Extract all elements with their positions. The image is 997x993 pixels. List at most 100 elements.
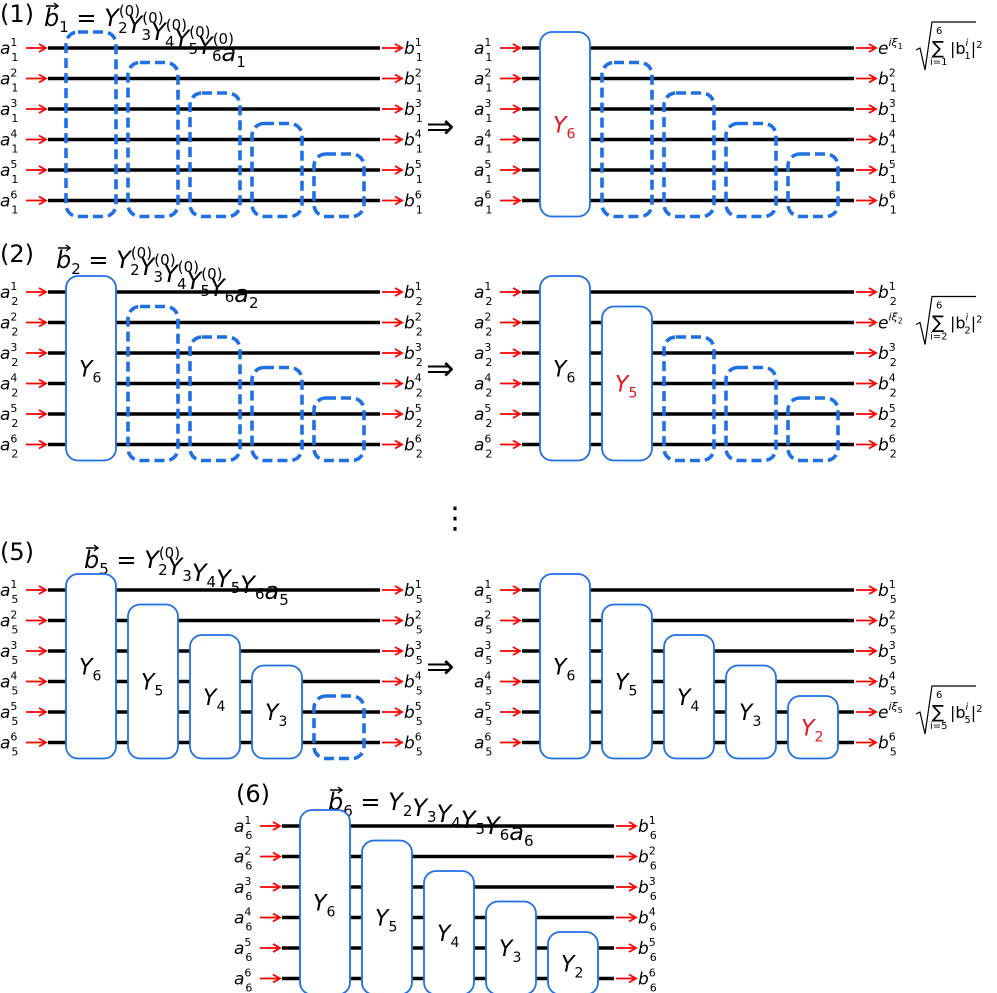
panel-2-left-output-arrowhead-4 — [394, 378, 404, 389]
panel-2-left-input-arrowhead-1 — [38, 287, 48, 297]
panel-3-right-gate-4 — [663, 634, 715, 760]
panel-1-right-sum-top: 6 — [936, 26, 942, 37]
panel-2-left-input-arrowhead-5 — [38, 409, 48, 419]
panel-3-right-output-arrowhead-6 — [868, 737, 878, 748]
panel-1-left-dashed-gate-5 — [126, 60, 180, 219]
panel-4-left-gate-label-3: Y3 — [499, 937, 521, 966]
panel-3-equation: b5 = Y(0)2Y3Y4Y5Y6a5 — [84, 544, 289, 609]
panel-3-left-output-arrowhead-6 — [394, 737, 404, 748]
panel-1-right-gate-label-6: Y6 — [553, 113, 575, 142]
panel-3-left-output-arrowhead-1 — [394, 585, 404, 595]
panel-3-left-output-arrowhead-5 — [394, 707, 404, 717]
panel-1-right-output-arrowhead-5 — [868, 165, 878, 175]
panel-3-left-gate-6 — [65, 573, 117, 760]
panel-3-implies-arrow: ⇒ — [426, 647, 455, 687]
panel-1-left-input-arrowhead-1 — [38, 43, 48, 53]
panel-1-right-input-arrowhead-5 — [512, 165, 522, 175]
panel-4-left-gate-2 — [547, 931, 599, 993]
panel-4-left-gate-6 — [299, 809, 351, 993]
panel-3-left-gate-label-4: Y4 — [203, 686, 225, 715]
panel-1-right-dashed-gate-4 — [662, 91, 716, 219]
panel-2-left-gate-6 — [65, 275, 117, 462]
panel-2-right-sum-top: 6 — [936, 301, 942, 312]
panel-2-vector-arrow-b — [58, 244, 72, 252]
panel-4-equation: b6 = Y2Y3Y4Y5Y6a6 — [328, 788, 534, 850]
panel-2-right-sum-bottom: i=2 — [930, 332, 948, 343]
panel-3-right-gate-6 — [539, 573, 591, 760]
panel-3-label: (5) — [0, 538, 34, 566]
panel-1-left-input-arrowhead-6 — [38, 195, 48, 206]
panel-1-right-sum-bottom: i=1 — [930, 57, 948, 68]
panel-2-right-output-arrowhead-5 — [868, 409, 878, 419]
panel-2-left-output-arrowhead-2 — [394, 317, 404, 328]
panel-1-right-output-arrowhead-4 — [868, 134, 878, 145]
panel-1-left-output-arrowhead-1 — [394, 43, 404, 53]
panel-2-left-output-arrowhead-3 — [394, 348, 404, 358]
panel-3-left-gate-label-5: Y5 — [141, 671, 163, 700]
panel-4-left-input-arrowhead-3 — [272, 882, 282, 892]
panel-2-right-gate-label-6: Y6 — [553, 357, 575, 386]
panel-4-left-output-arrowhead-5 — [628, 943, 638, 953]
panel-3-right-gate-label-4: Y4 — [677, 686, 699, 715]
panel-1-right-dashed-gate-5 — [600, 60, 654, 219]
panel-4-left-output-arrowhead-4 — [628, 912, 638, 923]
panel-2-right-input-arrowhead-4 — [512, 378, 522, 389]
panel-3-right-sqrt-sign — [915, 685, 976, 735]
panel-1-right-output-arrowhead-6 — [868, 195, 878, 206]
panel-3-left-gate-4 — [189, 634, 241, 760]
panel-4-left-gate-label-4: Y4 — [437, 922, 459, 951]
panel-2-right-input-arrowhead-3 — [512, 348, 522, 358]
panel-2-right-output-arrowhead-4 — [868, 378, 878, 389]
panel-1-right-input-arrowhead-6 — [512, 195, 522, 206]
panel-1-left-output-arrowhead-4 — [394, 134, 404, 145]
panel-4-left-input-arrowhead-5 — [272, 943, 282, 953]
panel-1-left-dashed-gate-3 — [250, 121, 304, 219]
panel-4-left-output-arrowhead-1 — [628, 821, 638, 831]
panel-3-right-sum-bottom: i=5 — [930, 721, 948, 732]
panel-3-left-input-arrowhead-1 — [38, 585, 48, 595]
panel-3-right-input-arrowhead-2 — [512, 615, 522, 626]
panel-2-right-input-arrowhead-6 — [512, 439, 522, 450]
panel-2-right-sqrt-sign — [915, 295, 976, 345]
panel-2-right-dashed-gate-3 — [724, 365, 778, 463]
panel-1-left-output-arrowhead-6 — [394, 195, 404, 206]
